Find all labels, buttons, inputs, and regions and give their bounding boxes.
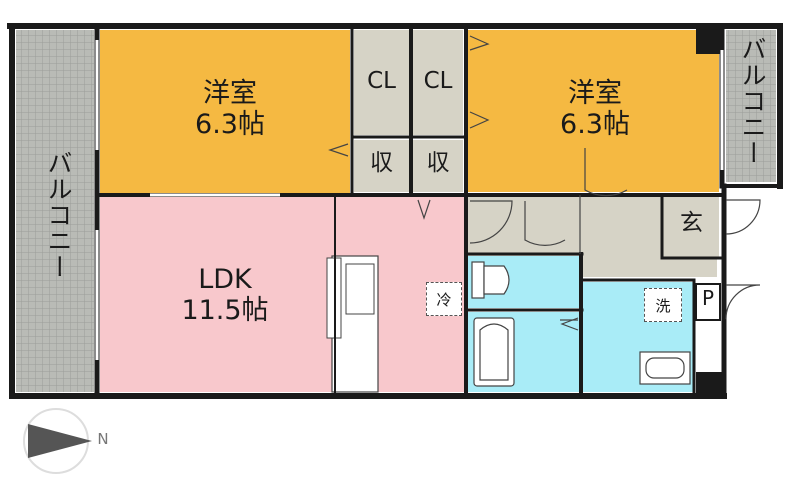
wash-basin: [639, 351, 691, 385]
column-post: [696, 372, 724, 396]
room-size: 11.5帖: [181, 295, 269, 327]
closet-left: [354, 30, 409, 135]
storage-right: [413, 140, 463, 192]
kitchen-sink: [345, 263, 375, 315]
pipe-space: [695, 283, 721, 321]
fridge-space: 冷: [426, 282, 462, 316]
balcony-left: [16, 30, 94, 392]
balcony-left-label: バルコニー: [44, 150, 73, 280]
room-name: 洋室: [568, 78, 622, 109]
room-name: 洋室: [203, 78, 257, 109]
storage-left: [354, 140, 409, 192]
door-markers: [328, 35, 579, 331]
ldk-room: [100, 197, 464, 392]
balcony-right: [726, 30, 776, 182]
pipe-space-label: P: [701, 286, 715, 310]
balcony-right-label: バルコニー: [738, 36, 767, 166]
washer-space: 洗: [644, 288, 682, 322]
column-post: [696, 26, 722, 54]
storage-right-label: 収: [426, 150, 450, 176]
ldk-label: LDK 11.5帖: [160, 264, 290, 326]
entrance-label: 玄: [680, 210, 703, 236]
bathtub: [473, 317, 515, 387]
western-room-left: [100, 30, 350, 195]
compass-north-label: N: [97, 430, 109, 448]
western-room-right-label: 洋室 6.3帖: [535, 78, 655, 140]
room-name: LDK: [198, 264, 252, 295]
western-room-right: [467, 30, 719, 192]
room-size: 6.3帖: [560, 109, 630, 141]
closet-right-label: CL: [423, 68, 453, 94]
entrance-area: [664, 197, 719, 257]
closet-right: [413, 30, 463, 135]
doors: [469, 148, 761, 321]
western-room-left-label: 洋室 6.3帖: [170, 78, 290, 140]
compass: [23, 408, 92, 474]
storage-left-label: 収: [370, 150, 393, 176]
toilet-fixture: [471, 261, 510, 299]
closet-left-label: CL: [367, 68, 396, 94]
room-size: 6.3帖: [195, 109, 265, 141]
walls: [7, 23, 783, 399]
windows: [95, 40, 724, 360]
